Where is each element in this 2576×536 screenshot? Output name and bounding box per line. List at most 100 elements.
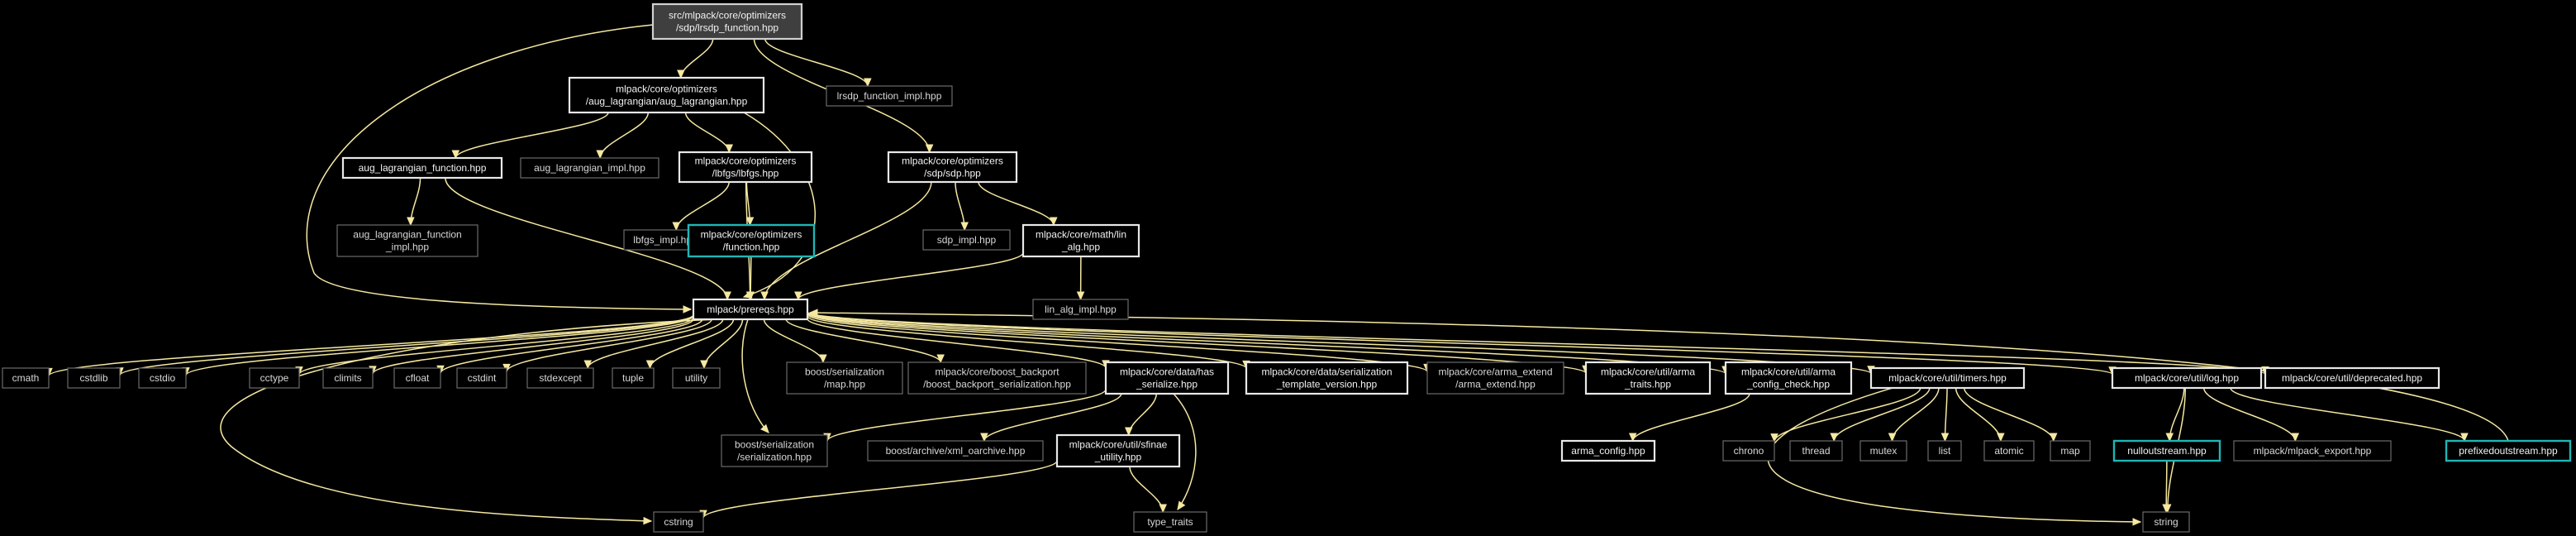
node-box: [2142, 511, 2190, 533]
node-box: [2112, 439, 2221, 462]
node-label: mlpack/core/optimizers: [902, 156, 1003, 167]
node-xml-oarchive: boost/archive/xml_oarchive.hpp: [867, 440, 1044, 462]
edge-aug_lag_fn-to-prereqs-arrowhead: [723, 291, 731, 301]
edge-prereqs-to-cfloat: [440, 318, 703, 374]
edge-root-to-aug_lag-arrowhead: [677, 69, 685, 79]
node-box: [867, 440, 1044, 462]
node-box: [672, 367, 721, 389]
node-label: cmath: [12, 372, 40, 384]
node-mlpack-export: mlpack/mlpack_export.hpp: [2233, 440, 2392, 462]
edge-aug_lag-to-prereqs: [743, 112, 816, 298]
edge-log-to-mlpack_export: [2202, 387, 2297, 442]
edge-aug_lag_fn-to-aug_lag_fn_impl-arrowhead: [407, 217, 415, 227]
node-label: _alg.hpp: [1061, 242, 1100, 253]
node-arma-traits[interactable]: mlpack/core/util/arma_traits.hpp: [1584, 361, 1712, 395]
node-label: nulloutstream.hpp: [2127, 445, 2207, 457]
node-label: mlpack/core/data/serialization: [1261, 366, 1392, 378]
node-box: [907, 361, 1087, 395]
node-label: _impl.hpp: [385, 242, 429, 253]
edge-prereqs-to-boost_map-arrowhead: [819, 354, 827, 364]
node-label: /sdp/lrsdp_function.hpp: [676, 22, 779, 34]
node-box: [2050, 440, 2091, 462]
edge-has_serialize-to-type_traits-arrowhead: [1177, 500, 1186, 511]
edge-aug_lag-to-aug_lag_fn: [455, 112, 609, 159]
node-label: mutex: [1870, 445, 1897, 457]
node-aug-lag-fn[interactable]: aug_lagrangian_function.hpp: [341, 156, 503, 179]
node-prereqs[interactable]: mlpack/prereqs.hpp: [692, 298, 809, 321]
node-aug-lag-fn-impl: aug_lagrangian_function_impl.hpp: [336, 224, 479, 257]
node-label: lbfgs_impl.hpp: [633, 234, 698, 246]
node-box: [1245, 361, 1409, 395]
node-has-serialize[interactable]: mlpack/core/data/has_serialize.hpp: [1104, 361, 1230, 395]
edge-timers-to-chrono-arrowhead: [1770, 433, 1778, 443]
edge-root-to-lrsdp_impl: [764, 38, 869, 87]
node-box: [1055, 433, 1181, 468]
edge-prereqs-to-boost_backport-arrowhead: [936, 354, 945, 364]
node-label: mlpack/core/math/lin: [1036, 229, 1126, 241]
node-chrono: chrono: [1722, 440, 1775, 462]
edge-arma_config_check-to-arma_config-arrowhead: [1628, 433, 1637, 443]
node-label: _utility.hpp: [1094, 452, 1142, 463]
edge-sfinae-to-type_traits-arrowhead: [1159, 504, 1167, 514]
node-ser-template[interactable]: mlpack/core/data/serialization_template_…: [1245, 361, 1409, 395]
node-aug-lag[interactable]: mlpack/core/optimizers/aug_lagrangian/au…: [568, 76, 765, 114]
edge-timers-to-string: [1767, 387, 2141, 523]
node-nulloutstream[interactable]: nulloutstream.hpp: [2112, 439, 2221, 462]
node-lin-alg[interactable]: mlpack/core/math/lin_alg.hpp: [1021, 223, 1140, 258]
edge-prereqs-to-utility: [703, 318, 744, 369]
edge-prereqs-to-cstdio: [185, 315, 694, 376]
node-label: lin_alg_impl.hpp: [1045, 304, 1117, 315]
node-label: prefixedoutstream.hpp: [2459, 445, 2558, 457]
edge-prereqs-to-deprecated: [807, 311, 2266, 376]
edge-prereqs-to-boost_ser: [741, 318, 769, 433]
node-utility: utility: [672, 367, 721, 389]
node-label: aug_lagrangian_impl.hpp: [534, 162, 645, 174]
node-box: [249, 367, 300, 389]
edge-prereqs-to-cstring-arrowhead: [643, 516, 653, 525]
node-boost-map: boost/serialization/map.hpp: [786, 361, 903, 395]
edge-timers-to-mutex: [1891, 387, 1940, 442]
node-label: mlpack/core/util/arma: [1601, 366, 1695, 378]
edge-prereqs-to-boost_backport: [785, 318, 941, 363]
node-cstdlib: cstdlib: [67, 367, 121, 389]
edge-sdp-to-prereqs: [764, 181, 932, 300]
node-prefixedoutstream[interactable]: prefixedoutstream.hpp: [2445, 439, 2572, 462]
node-sdp[interactable]: mlpack/core/optimizers/sdp/sdp.hpp: [887, 151, 1018, 184]
edge-prereqs-to-cstdlib: [119, 314, 694, 376]
node-deprecated[interactable]: mlpack/core/util/deprecated.hpp: [2264, 366, 2440, 390]
node-arma-config[interactable]: arma_config.hpp: [1560, 439, 1656, 462]
node-box: [1927, 440, 1962, 462]
edge-sdp-to-lin_alg-arrowhead: [1050, 217, 1058, 227]
node-label: type_traits: [1147, 516, 1193, 528]
edge-prereqs-to-cmath: [48, 313, 694, 377]
node-arma-config-check[interactable]: mlpack/core/util/arma_config_check.hpp: [1724, 361, 1853, 395]
node-label: mlpack/core/optimizers: [616, 84, 717, 95]
edge-prereqs-to-boost_ser-arrowhead: [760, 424, 769, 433]
node-log[interactable]: mlpack/core/util/log.hpp: [2111, 366, 2263, 390]
node-box: [653, 511, 704, 533]
node-function[interactable]: mlpack/core/optimizers/function.hpp: [687, 223, 816, 258]
edge-root-to-prereqs: [306, 24, 692, 310]
node-timers[interactable]: mlpack/core/util/timers.hpp: [1869, 366, 2026, 390]
node-label: _config_check.hpp: [1746, 379, 1830, 390]
node-label: arma_config.hpp: [1571, 445, 1645, 457]
node-lbfgs[interactable]: mlpack/core/optimizers/lbfgs/lbfgs.hpp: [678, 151, 813, 184]
node-boost-backport: mlpack/core/boost_backport/boost_backpor…: [907, 361, 1087, 395]
edge-prereqs-to-climits: [372, 318, 694, 375]
node-label: boost/serialization: [805, 366, 884, 378]
node-sfinae[interactable]: mlpack/core/util/sfinae_utility.hpp: [1055, 433, 1181, 468]
node-box: [786, 361, 903, 395]
node-label: aug_lagrangian_function: [353, 229, 461, 241]
node-box: [568, 76, 765, 114]
node-label: tuple: [622, 372, 644, 384]
edge-timers-to-atomic-arrowhead: [1997, 433, 2005, 443]
node-box: [341, 156, 503, 179]
node-cfloat: cfloat: [393, 367, 441, 389]
node-label: mlpack/core/util/deprecated.hpp: [2282, 372, 2422, 384]
node-label: mlpack/core/util/sfinae: [1069, 439, 1168, 451]
node-box: [2264, 366, 2440, 390]
node-box: [138, 367, 187, 389]
edge-sfinae-to-cstring: [702, 460, 1058, 519]
node-root[interactable]: src/mlpack/core/optimizers/sdp/lrsdp_fun…: [651, 2, 803, 41]
edge-has_serialize-to-xml_oarchive-arrowhead: [980, 433, 988, 443]
